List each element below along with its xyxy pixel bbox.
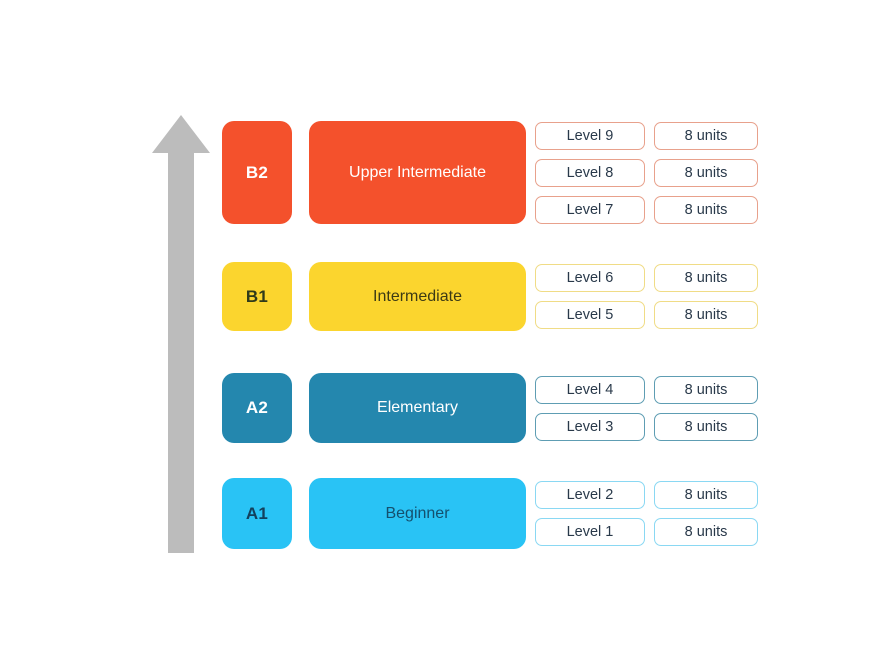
units-label: 8 units [684, 164, 728, 181]
tier-row-a1: A1 Beginner Level 2 8 units Level 1 8 un… [222, 478, 758, 549]
tier-badge-label: B1 [245, 286, 269, 306]
tier-badge-b1[interactable]: B1 [222, 262, 292, 331]
units-label: 8 units [684, 270, 728, 286]
units-label: 8 units [684, 381, 728, 398]
level-label: Level 2 [566, 487, 614, 503]
units-pill[interactable]: 8 units [654, 518, 758, 546]
level-label: Level 5 [566, 307, 614, 323]
tier-row-b2: B2 Upper Intermediate Level 9 8 units Le… [222, 121, 758, 224]
levels-column-b1: Level 6 8 units Level 5 8 units [535, 262, 758, 331]
level-line: Level 1 8 units [535, 518, 758, 546]
level-line: Level 4 8 units [535, 375, 758, 404]
arrow-up-icon [152, 115, 210, 553]
level-label: Level 1 [566, 524, 614, 540]
level-pill[interactable]: Level 3 [535, 412, 645, 441]
level-line: Level 9 8 units [535, 121, 758, 150]
levels-column-b2: Level 9 8 units Level 8 8 units Level 7 [535, 121, 758, 224]
tier-name-b2[interactable]: Upper Intermediate [309, 121, 526, 224]
tier-name-a2[interactable]: Elementary [309, 373, 526, 443]
progression-arrow [150, 113, 212, 557]
tier-row-b1: B1 Intermediate Level 6 8 units Level 5 … [222, 262, 758, 331]
level-pill[interactable]: Level 5 [535, 301, 645, 329]
units-pill[interactable]: 8 units [654, 301, 758, 329]
units-label: 8 units [684, 418, 728, 435]
units-label: 8 units [684, 307, 728, 323]
tier-badge-label: A2 [245, 398, 269, 417]
units-pill[interactable]: 8 units [654, 158, 758, 187]
units-label: 8 units [684, 201, 728, 218]
tier-badge-b2[interactable]: B2 [222, 121, 292, 224]
units-pill[interactable]: 8 units [654, 195, 758, 224]
tier-name-label: Beginner [385, 504, 450, 522]
tier-name-label: Intermediate [373, 287, 462, 305]
tier-name-label: Upper Intermediate [349, 163, 486, 181]
level-line: Level 7 8 units [535, 195, 758, 224]
level-label: Level 8 [566, 164, 614, 181]
level-label: Level 7 [566, 201, 614, 218]
level-pill[interactable]: Level 7 [535, 195, 645, 224]
units-label: 8 units [684, 127, 728, 144]
level-line: Level 8 8 units [535, 158, 758, 187]
levels-column-a1: Level 2 8 units Level 1 8 units [535, 478, 758, 549]
level-label: Level 9 [566, 127, 614, 144]
level-pill[interactable]: Level 1 [535, 518, 645, 546]
level-pill[interactable]: Level 8 [535, 158, 645, 187]
tier-badge-label: A1 [245, 503, 269, 523]
tier-badge-a1[interactable]: A1 [222, 478, 292, 549]
tier-name-b1[interactable]: Intermediate [309, 262, 526, 331]
tier-badge-label: B2 [245, 162, 269, 182]
units-pill[interactable]: 8 units [654, 481, 758, 509]
units-pill[interactable]: 8 units [654, 121, 758, 150]
level-pill[interactable]: Level 6 [535, 264, 645, 292]
level-pill[interactable]: Level 2 [535, 481, 645, 509]
units-pill[interactable]: 8 units [654, 375, 758, 404]
level-pill[interactable]: Level 9 [535, 121, 645, 150]
level-line: Level 2 8 units [535, 481, 758, 509]
level-pill[interactable]: Level 4 [535, 375, 645, 404]
tier-name-label: Elementary [377, 399, 458, 416]
levels-column-a2: Level 4 8 units Level 3 8 units [535, 373, 758, 443]
level-line: Level 6 8 units [535, 264, 758, 292]
tier-row-a2: A2 Elementary Level 4 8 units Level 3 8 … [222, 373, 758, 443]
tier-badge-a2[interactable]: A2 [222, 373, 292, 443]
level-label: Level 6 [566, 270, 614, 286]
units-label: 8 units [684, 524, 728, 540]
units-pill[interactable]: 8 units [654, 264, 758, 292]
level-label: Level 3 [566, 418, 614, 435]
level-line: Level 3 8 units [535, 412, 758, 441]
level-label: Level 4 [566, 381, 614, 398]
level-line: Level 5 8 units [535, 301, 758, 329]
units-label: 8 units [684, 487, 728, 503]
tier-name-a1[interactable]: Beginner [309, 478, 526, 549]
units-pill[interactable]: 8 units [654, 412, 758, 441]
